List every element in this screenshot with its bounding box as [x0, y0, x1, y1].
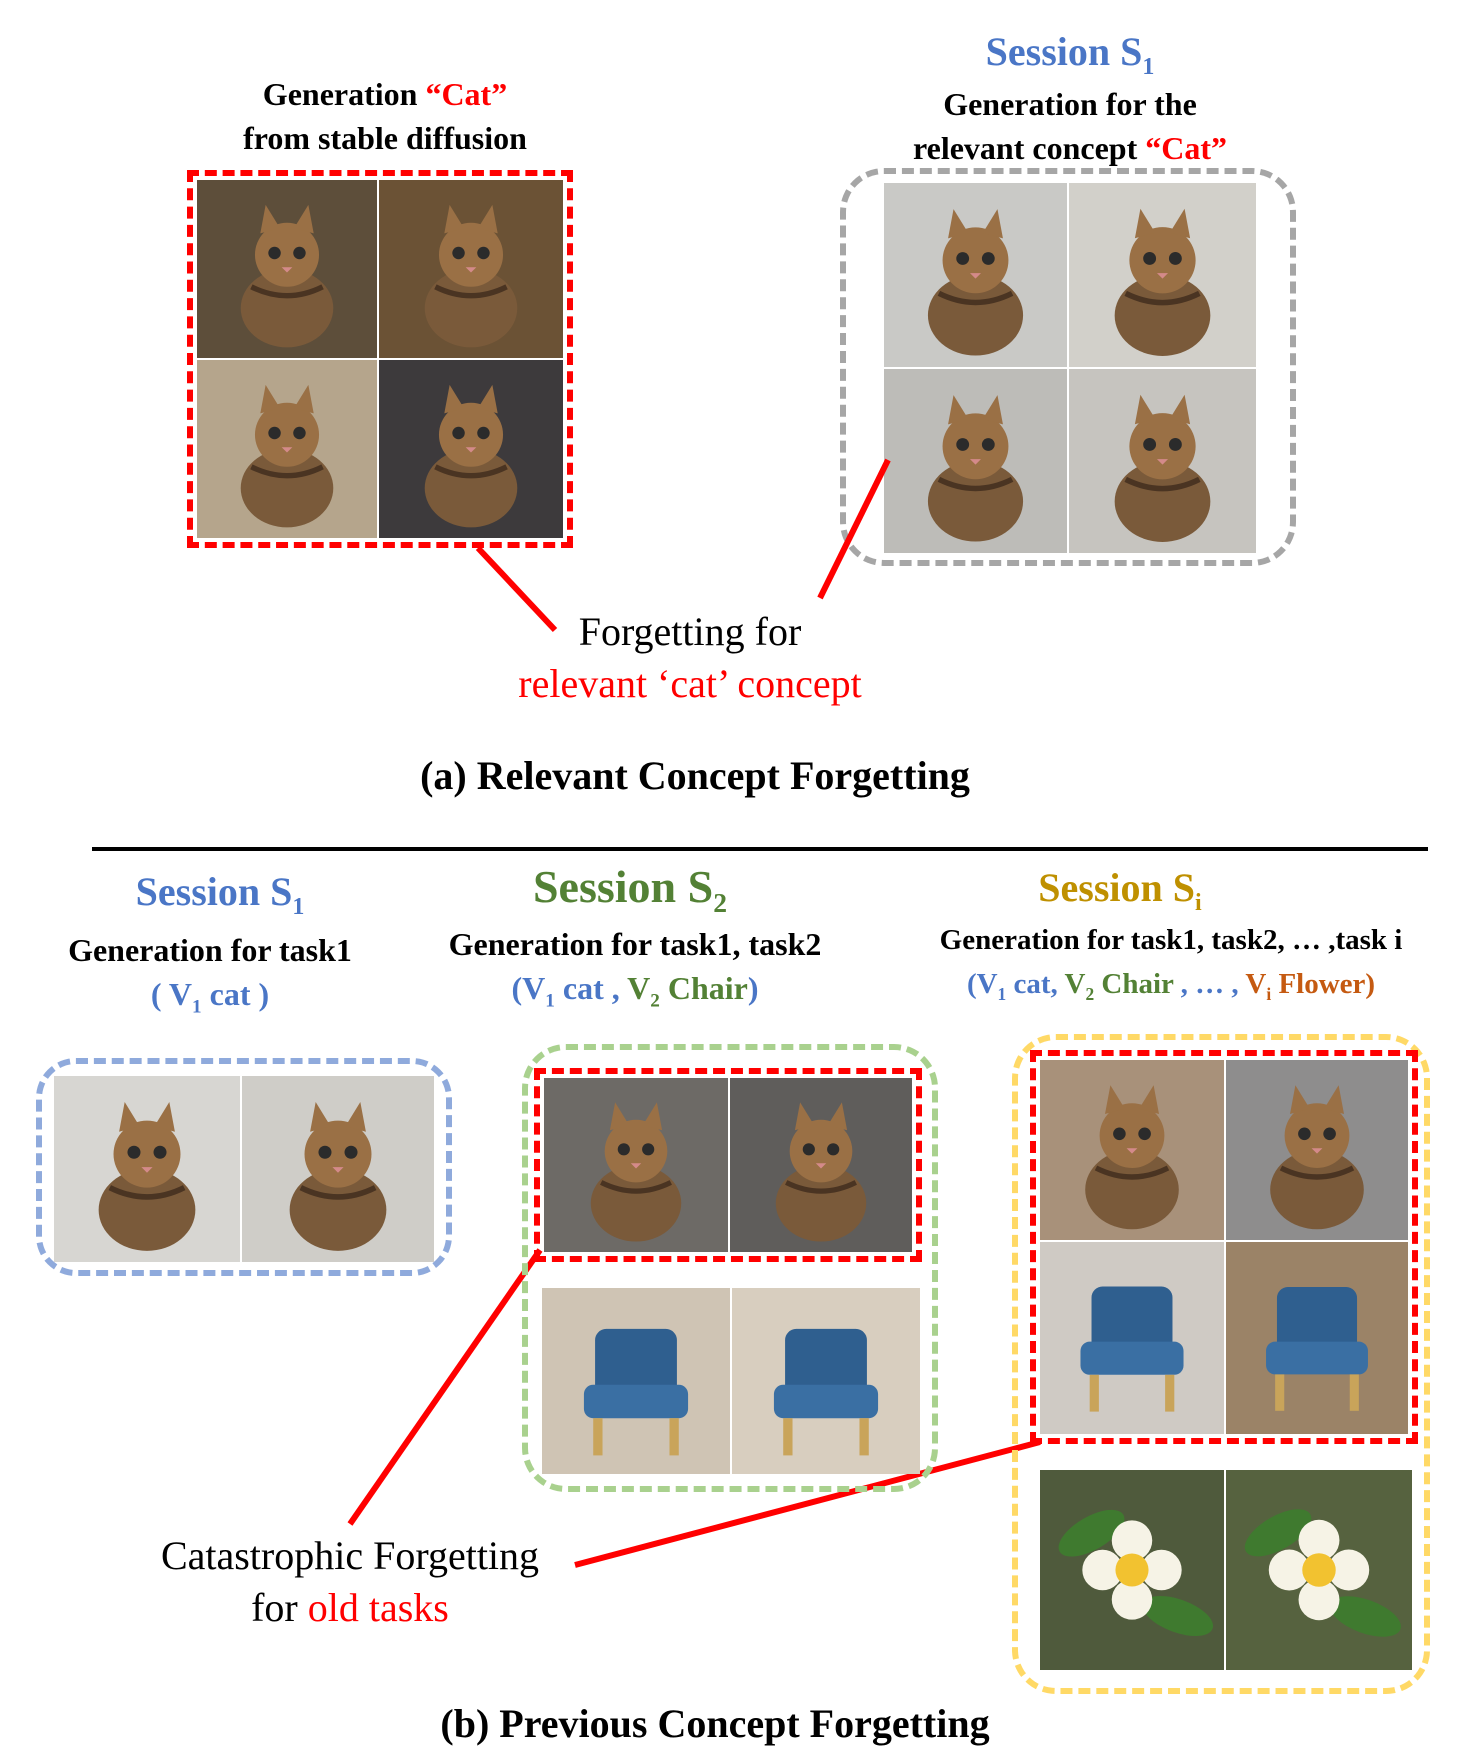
connector-line-right: [817, 458, 891, 600]
tuxedo-cat-image: [197, 180, 377, 358]
blue-armchair-image: [542, 1288, 730, 1474]
s2-session-label: Session S: [532, 861, 714, 912]
kitten-image: [1069, 183, 1256, 367]
annotation-line-2a: for: [251, 1585, 308, 1630]
si-header: Session Si: [960, 864, 1280, 917]
panel-a-annotation: Forgetting for relevant ‘cat’ concept: [440, 606, 940, 710]
panel-b-annotation: Catastrophic Forgetting for old tasks: [120, 1530, 580, 1634]
si-subscript: i: [1195, 890, 1202, 916]
s1-frame: [36, 1058, 452, 1276]
s2-close: ): [747, 970, 759, 1006]
panel-a-left-title: Generation “Cat” from stable diffusion: [190, 72, 580, 160]
blue-armchair-image: [732, 1288, 920, 1474]
kitten-image: [54, 1076, 240, 1262]
panel-a-session-title: Session S1: [900, 28, 1240, 81]
calico-cat-image: [379, 180, 563, 358]
panel-a-right-title: Generation for the relevant concept “Cat…: [860, 82, 1280, 170]
si-cat-rest: cat,: [1006, 968, 1065, 1000]
annotation-line-1: Forgetting for: [578, 609, 802, 654]
s1-cat-open: ( V: [150, 976, 193, 1012]
calico-kitten-image: [1226, 1060, 1408, 1240]
black-chair-image: [1040, 1242, 1224, 1434]
si-description: Generation for task1, task2, … ,task i (…: [898, 918, 1444, 1016]
kitten-image: [884, 369, 1067, 553]
session-subscript: 1: [1142, 54, 1155, 80]
annotation-line-1: Catastrophic Forgetting: [160, 1533, 540, 1578]
si-chair-v: V: [1064, 968, 1086, 1000]
s1-description: Generation for task1 ( V1 cat ): [10, 928, 410, 1029]
s2-forgotten-frame: [534, 1068, 922, 1262]
right-title-quote: “Cat”: [1145, 130, 1227, 166]
white-flower-image: [1226, 1470, 1412, 1670]
panel-a-caption: (a) Relevant Concept Forgetting: [420, 753, 970, 798]
connector-line-si: [574, 1439, 1041, 1568]
s2-frame: [522, 1044, 938, 1492]
s2-header: Session S2: [460, 860, 800, 919]
session-label: Session S: [985, 29, 1143, 74]
s2-cat-rest: cat ,: [554, 970, 628, 1006]
panel-b-caption: (b) Previous Concept Forgetting: [440, 1701, 990, 1746]
right-title-line-1: Generation for the: [943, 86, 1197, 122]
calico-kitten-image: [1040, 1060, 1224, 1240]
annotation-line-2b: old tasks: [307, 1585, 449, 1630]
s1-line: Generation for task1: [68, 932, 352, 968]
white-chair-image: [1226, 1242, 1408, 1434]
s1-session-label: Session S: [135, 869, 293, 914]
kitten-image: [1069, 369, 1256, 553]
s2-line: Generation for task1, task2: [448, 926, 822, 962]
si-session-label: Session S: [1038, 865, 1196, 910]
white-flower-image: [1040, 1470, 1224, 1670]
si-frame: [1012, 1034, 1430, 1694]
s1-subscript: 1: [292, 894, 305, 920]
s1-cat-rest: cat ): [201, 976, 270, 1012]
s2-chair-sub: 2: [650, 990, 660, 1012]
right-title-line-2: relevant concept: [913, 130, 1146, 166]
panel-a-right-frame: [840, 168, 1296, 566]
left-title-text: Generation: [262, 76, 426, 112]
connector-line-left: [475, 545, 558, 633]
annotation-line-2: relevant ‘cat’ concept: [518, 661, 862, 706]
si-chair-rest: Chair: [1094, 968, 1174, 1000]
kitten-image: [242, 1076, 434, 1262]
si-cat-sub: 1: [997, 983, 1007, 1004]
si-forgotten-frame: [1030, 1050, 1418, 1444]
si-line: Generation for task1, task2, … ,task i: [939, 924, 1403, 956]
si-mid: , … ,: [1173, 968, 1246, 1000]
kitten-image: [544, 1078, 728, 1252]
kitten-image: [884, 183, 1067, 367]
s1-header: Session S1: [60, 868, 380, 921]
tabby-cat-image: [197, 360, 377, 538]
si-flower-rest: Flower): [1271, 968, 1376, 1000]
si-chair-sub: 2: [1085, 983, 1095, 1004]
si-open: (V: [966, 968, 998, 1000]
connector-line-s2: [347, 1248, 543, 1526]
s2-chair-v: V: [627, 970, 651, 1006]
left-title-quote: “Cat”: [425, 76, 508, 112]
s2-description: Generation for task1, task2 (V1 cat , V2…: [410, 922, 860, 1023]
si-flower-v: V: [1245, 968, 1267, 1000]
left-title-line-2: from stable diffusion: [243, 120, 527, 156]
s1-cat-sub: 1: [192, 996, 202, 1018]
s2-subscript: 2: [713, 887, 728, 919]
s2-chair-rest: Chair: [659, 970, 748, 1006]
gray-cat-image: [379, 360, 563, 538]
s2-cat-sub: 1: [545, 990, 555, 1012]
si-flower-sub: i: [1266, 983, 1272, 1004]
s2-open: (V: [511, 970, 546, 1006]
panel-a-left-frame: [187, 170, 573, 548]
kitten-image: [730, 1078, 912, 1252]
